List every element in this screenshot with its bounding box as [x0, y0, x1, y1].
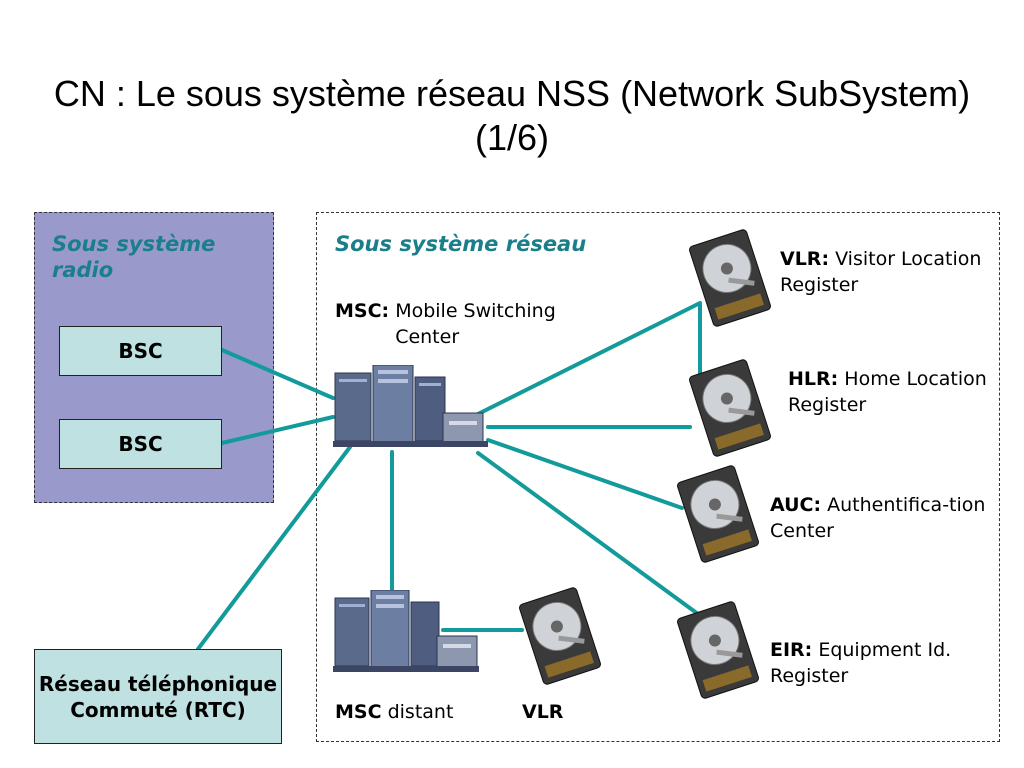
bsc-box-2: BSC	[59, 419, 222, 469]
msc-distant-label: MSC distant	[335, 699, 505, 725]
vlr-distant-label: VLR	[522, 701, 564, 723]
eir-desc: Equipment Id. Register	[770, 639, 952, 687]
link-bsc1-msc	[220, 348, 335, 400]
link-msc-vlr	[468, 301, 702, 420]
radio-subsystem-title: Sous système radio	[52, 232, 216, 282]
eir-abbr: EIR:	[770, 639, 813, 661]
network-subsystem-panel	[316, 212, 1000, 742]
auc-desc: Authentifica-tion Center	[770, 494, 986, 542]
msc-label: MSC: Mobile Switching Center	[335, 298, 615, 350]
network-subsystem-title: Sous système réseau	[335, 232, 587, 256]
msc-abbr: MSC:	[335, 300, 390, 322]
eir-label: EIR: Equipment Id. Register	[770, 637, 998, 689]
msc-distant-desc: distant	[387, 701, 454, 723]
link-bsc2-msc	[220, 415, 335, 445]
link-msc-auc	[486, 438, 684, 510]
page-title: CN : Le sous système réseau NSS (Network…	[53, 73, 971, 158]
vlr-desc: Visitor Location Register	[780, 248, 982, 296]
auc-label: AUC: Authentifica-tion Center	[770, 492, 996, 544]
hard-disk-icon	[677, 601, 759, 699]
msc-distant-abbr: MSC	[335, 701, 382, 723]
hard-disk-icon	[689, 229, 771, 327]
vlr-label: VLR: Visitor Location Register	[780, 246, 990, 298]
hlr-desc: Home Location Register	[788, 368, 987, 416]
rtc-box: Réseau téléphonique Commuté (RTC)	[34, 649, 282, 744]
hard-disk-icon	[677, 465, 759, 563]
vlr-abbr: VLR:	[780, 248, 830, 270]
server-rack-icon	[333, 365, 488, 447]
msc-desc: Mobile Switching Center	[395, 300, 556, 348]
link-msc-eir	[476, 451, 700, 616]
server-rack-icon	[333, 590, 479, 672]
hard-disk-icon	[519, 587, 601, 685]
auc-abbr: AUC:	[770, 494, 822, 516]
bsc-box-1: BSC	[59, 326, 222, 376]
hlr-label: HLR: Home Location Register	[788, 366, 998, 418]
hard-disk-icon	[689, 359, 771, 457]
link-rtc-msc	[196, 445, 352, 651]
hlr-abbr: HLR:	[788, 368, 839, 390]
